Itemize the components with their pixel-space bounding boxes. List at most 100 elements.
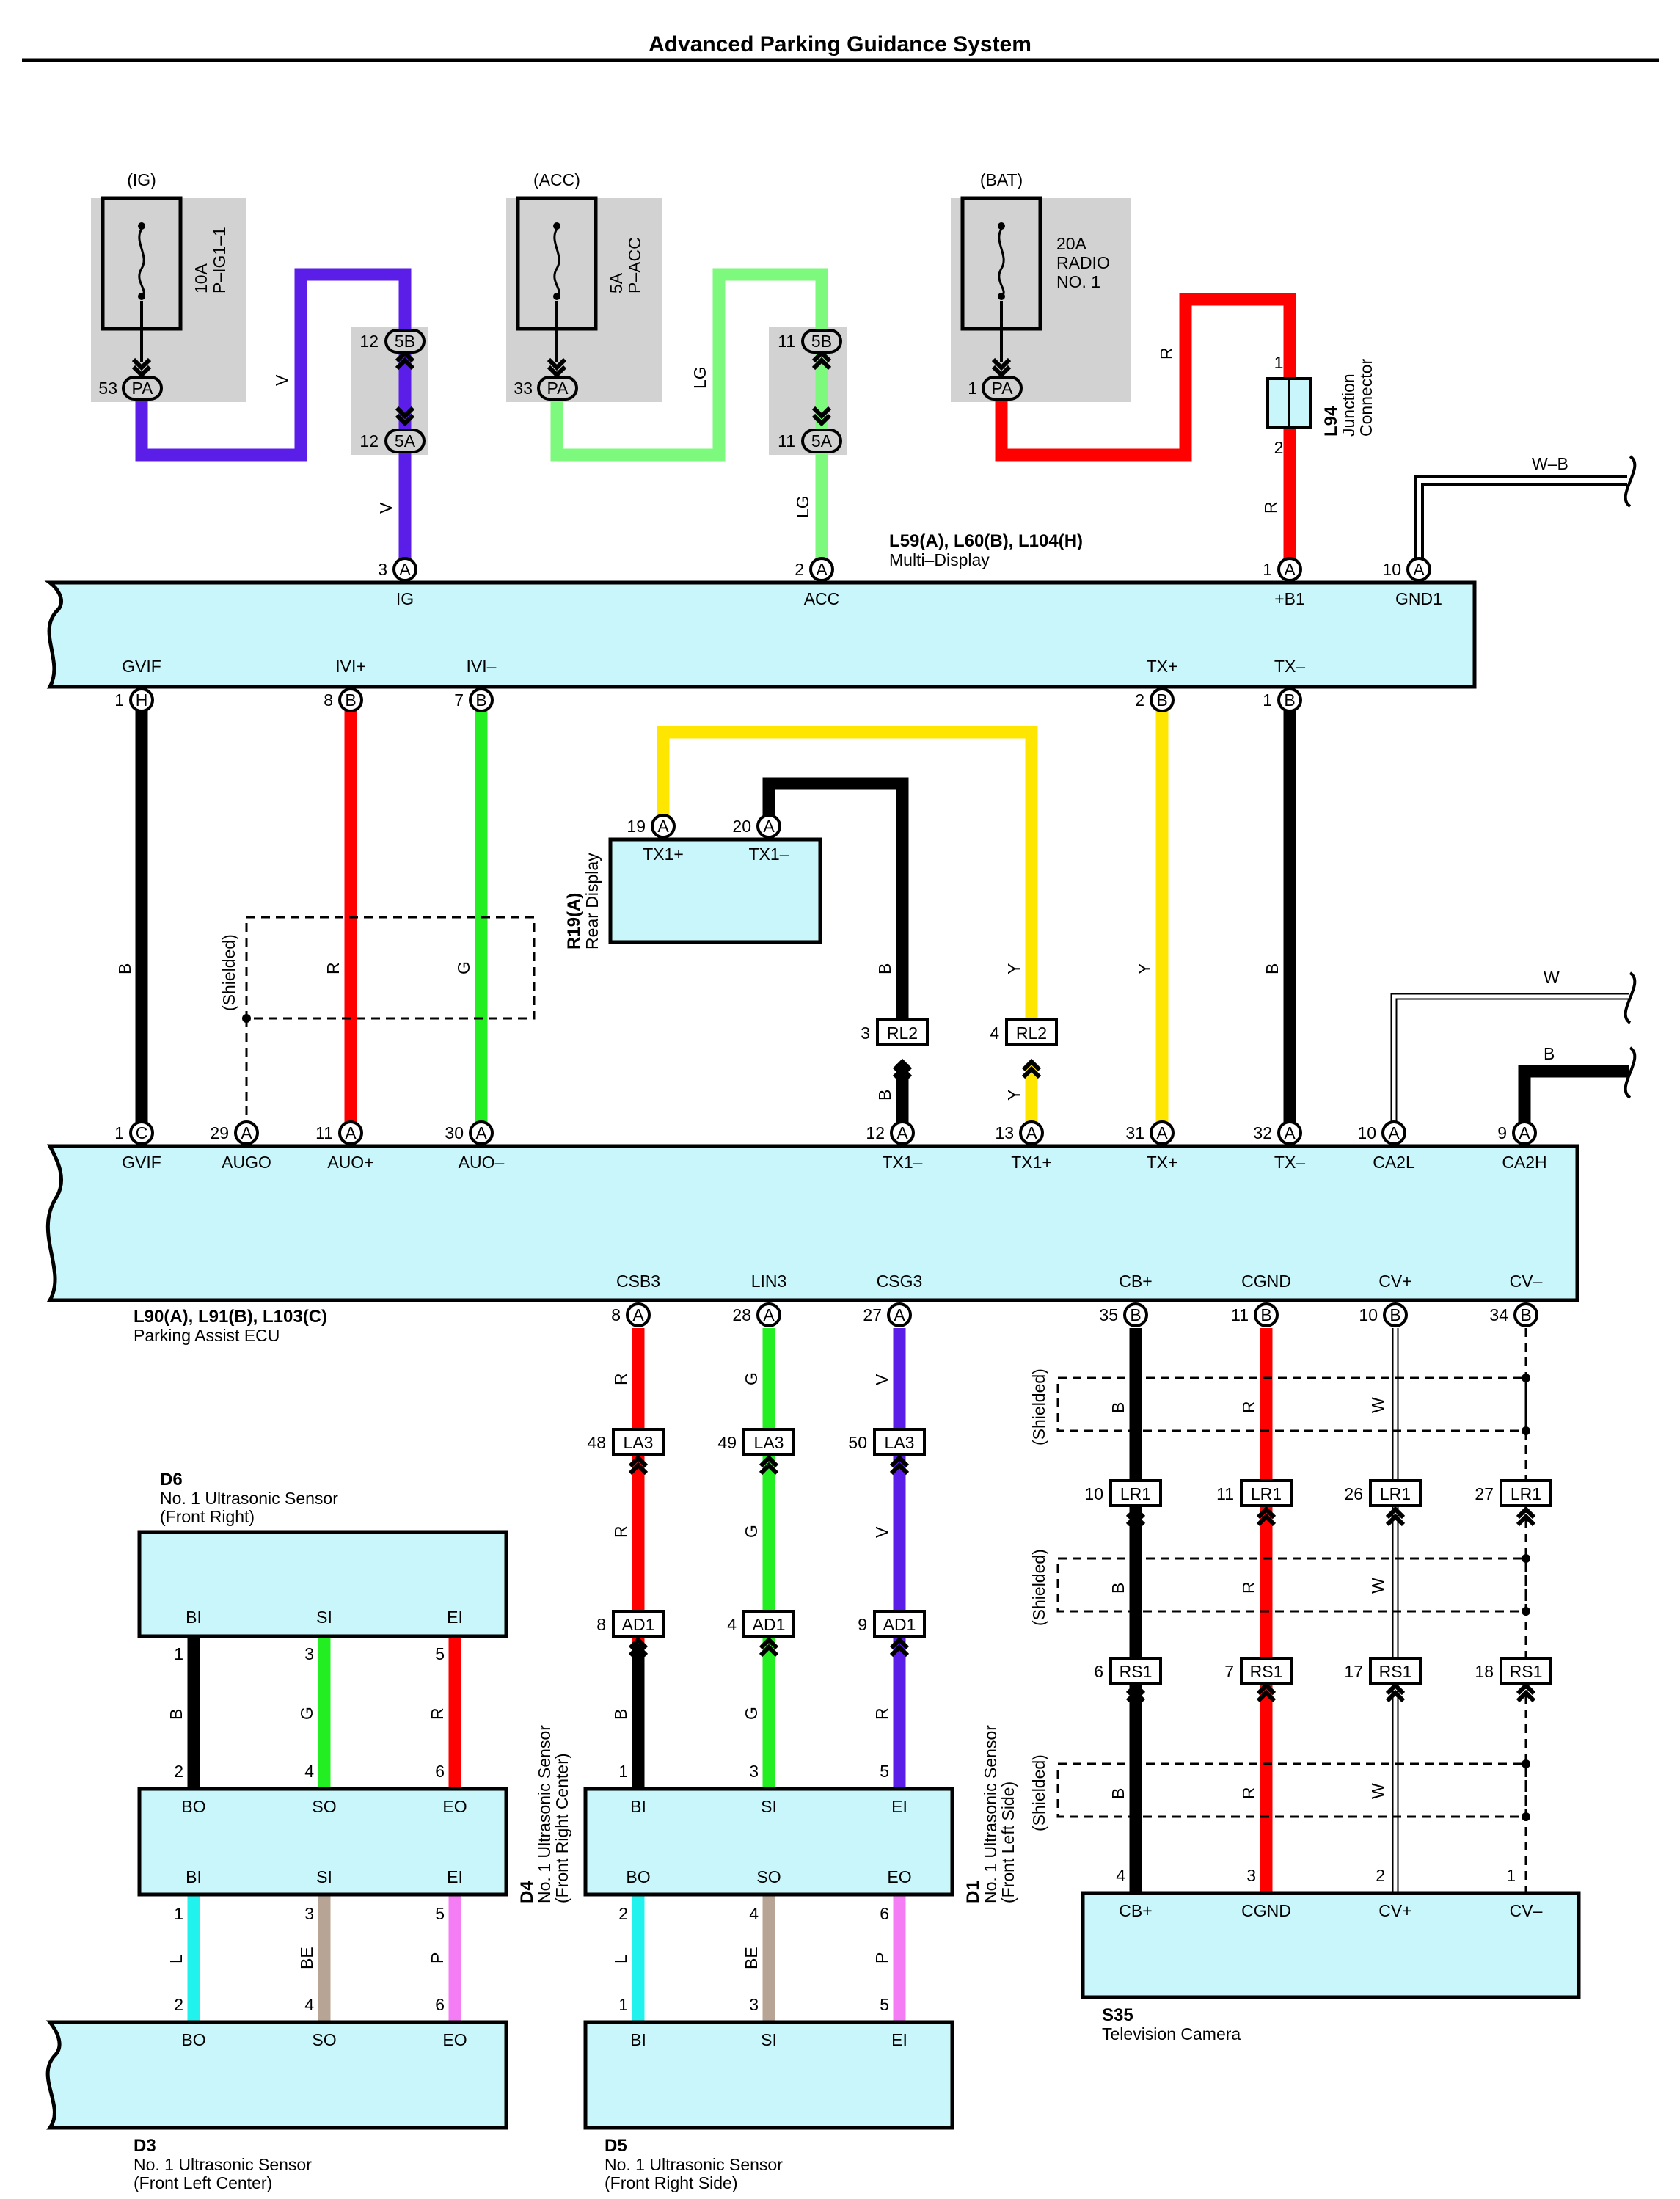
ecu-top-pin-5-label: TX1+ [1011,1153,1052,1172]
sensor-d4-code: D4 [517,1881,537,1903]
d6-pin-num-2: 5 [435,1644,445,1663]
multi-display-code: L59(A), L60(B), L104(H) [889,531,1083,551]
ecu-bottom-pin-1-num: 28 [732,1305,751,1324]
d6-pin-num-0: 1 [174,1644,183,1663]
rear-pin-1-num: 20 [732,817,751,836]
ecu-top-pin-6-conn: A [1156,1123,1168,1142]
multi-display-name: Multi–Display [889,550,990,569]
ecu-top-pin-9-conn: A [1519,1123,1530,1142]
connector-lr1-11: LR1 11 [1216,1479,1293,1507]
d5-pin-num-1: 3 [749,1995,759,2014]
fuse-bat-name2: NO. 1 [1056,272,1100,291]
ecu-bottom-pin-3-num: 35 [1099,1305,1118,1324]
md-bottom-pin-1-label: IVI+ [335,657,366,676]
svg-text:AD1: AD1 [883,1615,916,1634]
ecu-top-pin-1-circle [234,1120,259,1145]
svg-text:6: 6 [1094,1662,1103,1681]
d3-pin-label-2: EO [442,2030,467,2049]
wire-label-cam-b3: B [1109,1788,1128,1799]
wire-w-ca2l [1390,993,1629,1123]
ecu-top-pin-7-label: TX– [1274,1153,1305,1172]
ecu-bottom-pin-1-circle [756,1302,781,1327]
d5-pin-label-1: SI [761,2030,777,2049]
wire-label-cam-w2: W [1368,1578,1387,1594]
sensor-d6 [137,1530,508,1638]
wire-r-bat [995,293,1296,572]
wire-label-d1-l: L [611,1954,630,1963]
md-top-pin-1-label: ACC [804,589,840,608]
wire-wb-gnd [1414,475,1627,572]
ecu-bottom-pin-4-circle [1254,1302,1279,1327]
svg-text:PA: PA [132,379,154,398]
d3-pin-num-0: 2 [174,1995,183,2014]
wire-label-cam-r2: R [1239,1581,1258,1594]
connector-ad1-9: AD1 9 [858,1610,926,1638]
svg-text:1: 1 [968,379,977,398]
wire-label-lin3-2: G [742,1525,761,1538]
rear-display-code: R19(A) [564,893,584,949]
wire-label-csb3-1: R [611,1373,630,1385]
md-top-pin-3-conn: A [1413,560,1425,579]
svg-text:5A: 5A [811,431,833,451]
d4-bottom-pin-label-1: SI [316,1867,332,1886]
junction-5a-2: 5A 11 [778,429,842,453]
connector-la3-49: LA3 49 [717,1428,795,1456]
ecu-top-pin-2-label: AUO+ [327,1153,373,1172]
svg-text:10: 10 [1084,1484,1103,1503]
ecu-top-pin-3-conn: A [475,1123,487,1142]
fuse-acc-connector: PA 33 [514,376,578,401]
connector-rs1-18: RS1 18 [1475,1657,1552,1685]
svg-text:8: 8 [596,1615,606,1634]
wire-label-csg3-2: V [872,1526,891,1538]
connector-lr1-27: LR1 27 [1475,1479,1552,1507]
ecu-bottom-pin-5-circle [1383,1302,1408,1327]
wire-label-r2: R [1261,501,1280,514]
shielded-label-cam-2: (Shielded) [1029,1549,1048,1626]
ecu-top-pin-6-label: TX+ [1147,1153,1178,1172]
wire-lg-acc [550,268,828,572]
md-top-pin-1-circle [809,557,834,582]
sensor-d5 [583,2020,954,2130]
md-top-pin-2-num: 1 [1263,560,1272,579]
rear-display-name: Rear Display [582,853,602,949]
sensor-d6-code: D6 [160,1470,183,1489]
ecu-bottom-pin-3-label: CB+ [1119,1272,1152,1291]
md-bottom-pin-4-num: 1 [1263,690,1272,710]
md-bottom-pin-2-num: 7 [454,690,464,710]
svg-text:Junction: Junction [1339,373,1358,437]
ecu-bottom-pin-5-conn: B [1389,1305,1400,1324]
wire-break-wb [1624,455,1637,508]
television-camera [1081,1891,1581,1999]
svg-text:PA: PA [992,379,1014,398]
ecu-bottom-pin-5-num: 10 [1359,1305,1378,1324]
d4-bottom-pin-num-0: 1 [174,1904,183,1923]
fuse-bat-name: RADIO [1056,253,1110,272]
shield-box-cam-3 [1056,1762,1527,1818]
svg-text:RL2: RL2 [1016,1024,1047,1043]
camera-pin-num-2: 2 [1376,1866,1385,1885]
wire-label-d6-b: B [167,1709,186,1720]
md-top-pin-1-conn: A [816,560,828,579]
d1-top-pin-label-1: SI [761,1797,777,1816]
sensor-d3 [45,2020,508,2130]
wire-label-cam-w1: W [1368,1397,1387,1413]
rear-pin-1-circle [756,814,781,839]
fuse-ig-rating: 10A [191,263,211,293]
wire-label-csb3-2: R [611,1525,630,1538]
ecu-top-pin-3-label: AUO– [459,1153,505,1172]
wire-break-b [1624,1046,1637,1099]
md-bottom-pin-0-circle [129,688,154,712]
ecu-bottom-pin-3-circle [1123,1302,1148,1327]
md-bottom-pin-0-conn: H [136,690,148,710]
ecu-top-pin-9-num: 9 [1497,1123,1507,1142]
d3-pin-num-2: 6 [435,1995,445,2014]
wire-v-ig [135,268,412,572]
sensor-d1 [583,1787,954,1897]
sensor-d5-location: (Front Right Side) [605,2173,738,2192]
wire-label-csg3-1: V [872,1374,891,1385]
svg-text:11: 11 [1216,1484,1234,1503]
svg-text:5A: 5A [395,431,416,451]
camera-pin-num-1: 3 [1246,1866,1256,1885]
camera-pin-label-1: CGND [1241,1901,1291,1920]
rear-pin-0-conn: A [657,817,669,836]
